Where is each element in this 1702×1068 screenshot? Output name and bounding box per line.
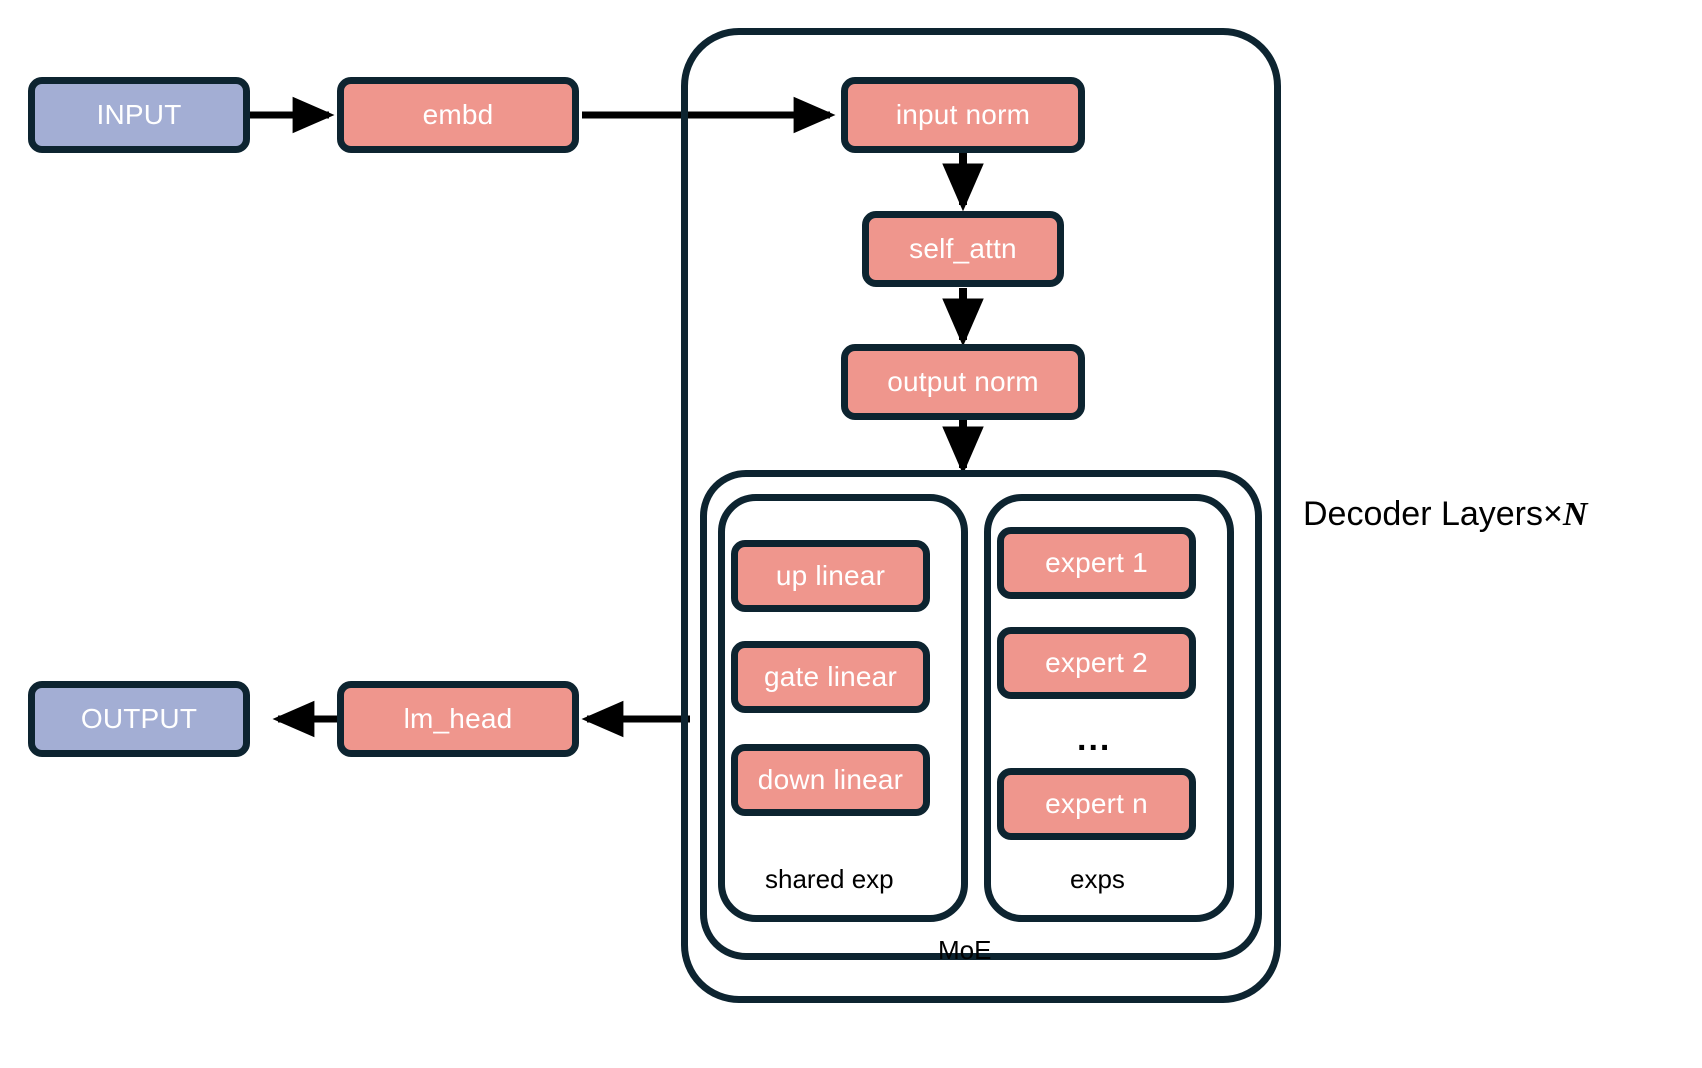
node-self-attn[interactable]: self_attn [862, 211, 1064, 287]
node-output-norm[interactable]: output norm [841, 344, 1085, 420]
exps-label: exps [1070, 864, 1125, 894]
node-input[interactable]: INPUT [28, 77, 250, 153]
node-embd[interactable]: embd [337, 77, 579, 153]
node-expert-1[interactable]: expert 1 [997, 527, 1196, 599]
exps-group [984, 494, 1234, 922]
decoder-layer-group [681, 28, 1281, 1003]
moe-label: MoE [938, 935, 992, 965]
node-lm-head[interactable]: lm_head [337, 681, 579, 757]
node-up-linear[interactable]: up linear [731, 540, 930, 612]
shared-exp-label: shared exp [765, 864, 894, 894]
shared-exp-group [718, 494, 968, 922]
node-expert-n[interactable]: expert n [997, 768, 1196, 840]
decoder-layers-caption: Decoder Layers×N [1303, 497, 1587, 532]
node-input-norm[interactable]: input norm [841, 77, 1085, 153]
node-output[interactable]: OUTPUT [28, 681, 250, 757]
decoder-layers-count-variable: N [1562, 496, 1588, 533]
decoder-layers-caption-text: Decoder Layers× [1303, 495, 1563, 533]
node-gate-linear[interactable]: gate linear [731, 641, 930, 713]
node-expert-2[interactable]: expert 2 [997, 627, 1196, 699]
node-down-linear[interactable]: down linear [731, 744, 930, 816]
experts-ellipsis-label: ... [1077, 720, 1112, 758]
